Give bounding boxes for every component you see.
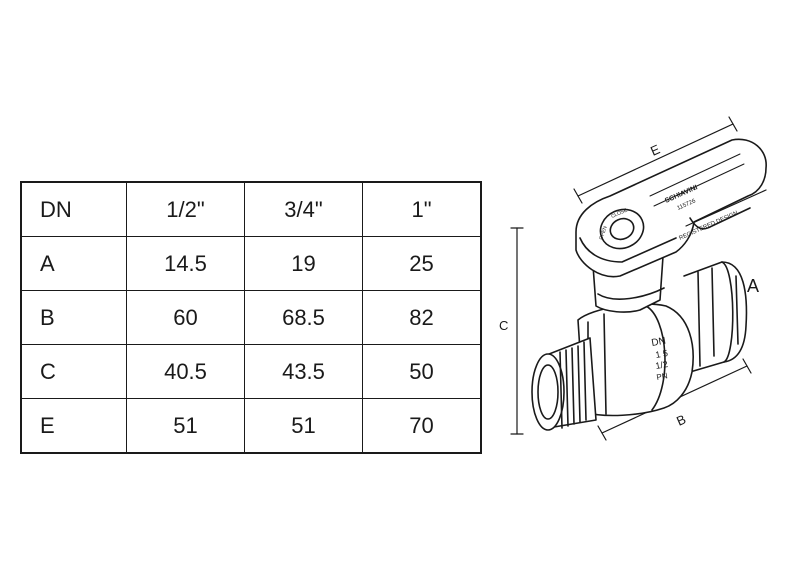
header-cell-one-inch: 1" xyxy=(362,181,482,237)
body-marking-fraction: 1/2 xyxy=(655,359,669,371)
threaded-end xyxy=(531,337,597,431)
header-cell-dn: DN xyxy=(20,181,127,237)
table-cell: 51 xyxy=(126,398,245,454)
valve-handle xyxy=(575,138,767,278)
dim-label-b: B xyxy=(674,412,688,429)
table-cell: 25 xyxy=(362,236,482,291)
table-cell: 40.5 xyxy=(126,344,245,399)
row-label-b: B xyxy=(20,290,127,345)
header-cell-half-inch: 1/2" xyxy=(126,181,245,237)
body-marking-pn: PN xyxy=(656,371,669,382)
table-header-row: DN 1/2" 3/4" 1" xyxy=(20,181,482,237)
row-label-e: E xyxy=(20,398,127,454)
table-cell: 51 xyxy=(244,398,363,454)
table-row-b: B 60 68.5 82 xyxy=(20,290,482,345)
table-cell: 68.5 xyxy=(244,290,363,345)
table-cell: 50 xyxy=(362,344,482,399)
table-cell: 60 xyxy=(126,290,245,345)
dim-label-e: E xyxy=(648,141,662,158)
table-row-c: C 40.5 43.5 50 xyxy=(20,344,482,399)
handle-dial-open-text: OPEN xyxy=(598,225,609,241)
dimension-e-line xyxy=(573,116,738,204)
ball-valve-drawing: E C B A DN 1 5 1/2 PN SCHIAVINI 115726 R… xyxy=(499,116,767,441)
table-cell: 19 xyxy=(244,236,363,291)
row-label-a: A xyxy=(20,236,127,291)
valve-body xyxy=(577,303,694,417)
body-marking-dn: DN xyxy=(651,336,667,349)
table-cell: 70 xyxy=(362,398,482,454)
dimension-c-line xyxy=(510,227,524,435)
table-cell: 82 xyxy=(362,290,482,345)
dim-label-a: A xyxy=(747,276,759,296)
table-cell: 43.5 xyxy=(244,344,363,399)
body-marking-size: 1 5 xyxy=(655,348,669,360)
dim-label-c: C xyxy=(499,318,508,333)
table-row-a: A 14.5 19 25 xyxy=(20,236,482,291)
union-nut xyxy=(683,261,748,373)
table-row-e: E 51 51 70 xyxy=(20,398,482,454)
table-cell: 14.5 xyxy=(126,236,245,291)
row-label-c: C xyxy=(20,344,127,399)
header-cell-three-quarter-inch: 3/4" xyxy=(244,181,363,237)
dimensions-table: DN 1/2" 3/4" 1" A 14.5 19 25 B 60 68.5 8… xyxy=(20,181,482,454)
